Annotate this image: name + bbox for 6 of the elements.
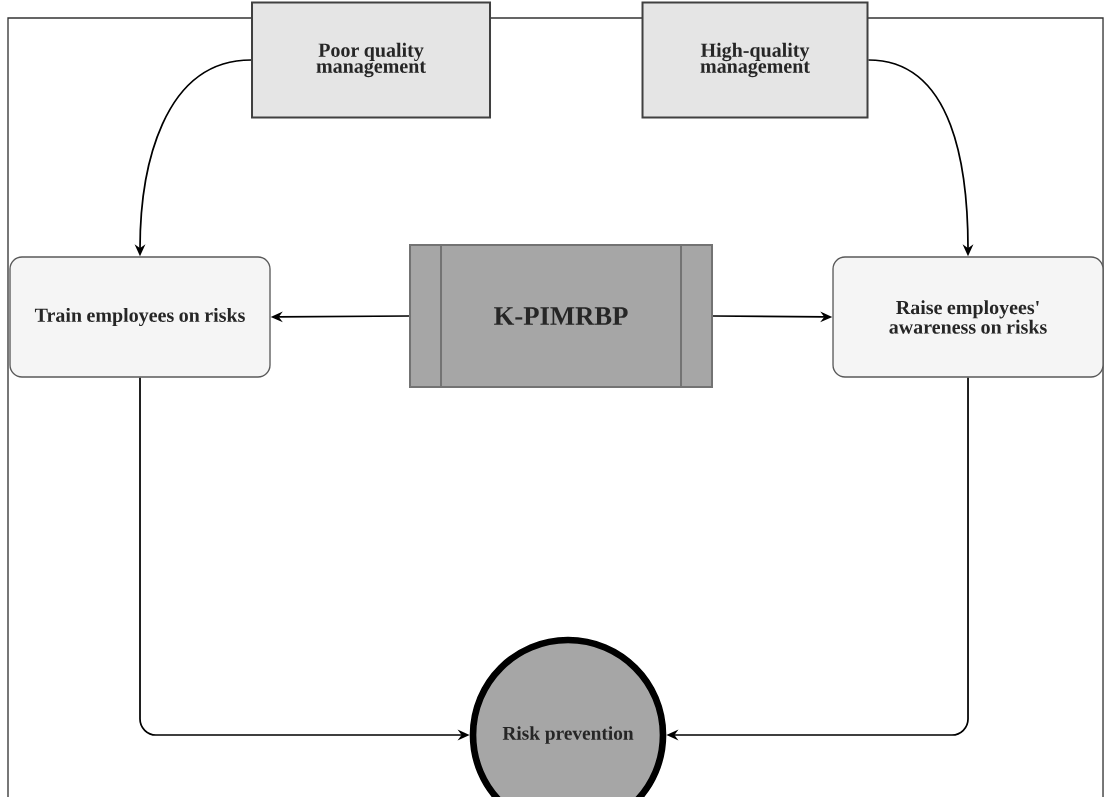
circle-node: Risk prevention: [469, 636, 667, 797]
rounded-box: Train employees on risks: [9, 256, 271, 378]
rounded-box: Raise employees' awareness on risks: [832, 256, 1104, 378]
process-box: K-PIMRBP: [409, 244, 713, 388]
process-box: Poor quality management: [251, 1, 491, 119]
process-box: High-quality management: [641, 1, 869, 119]
